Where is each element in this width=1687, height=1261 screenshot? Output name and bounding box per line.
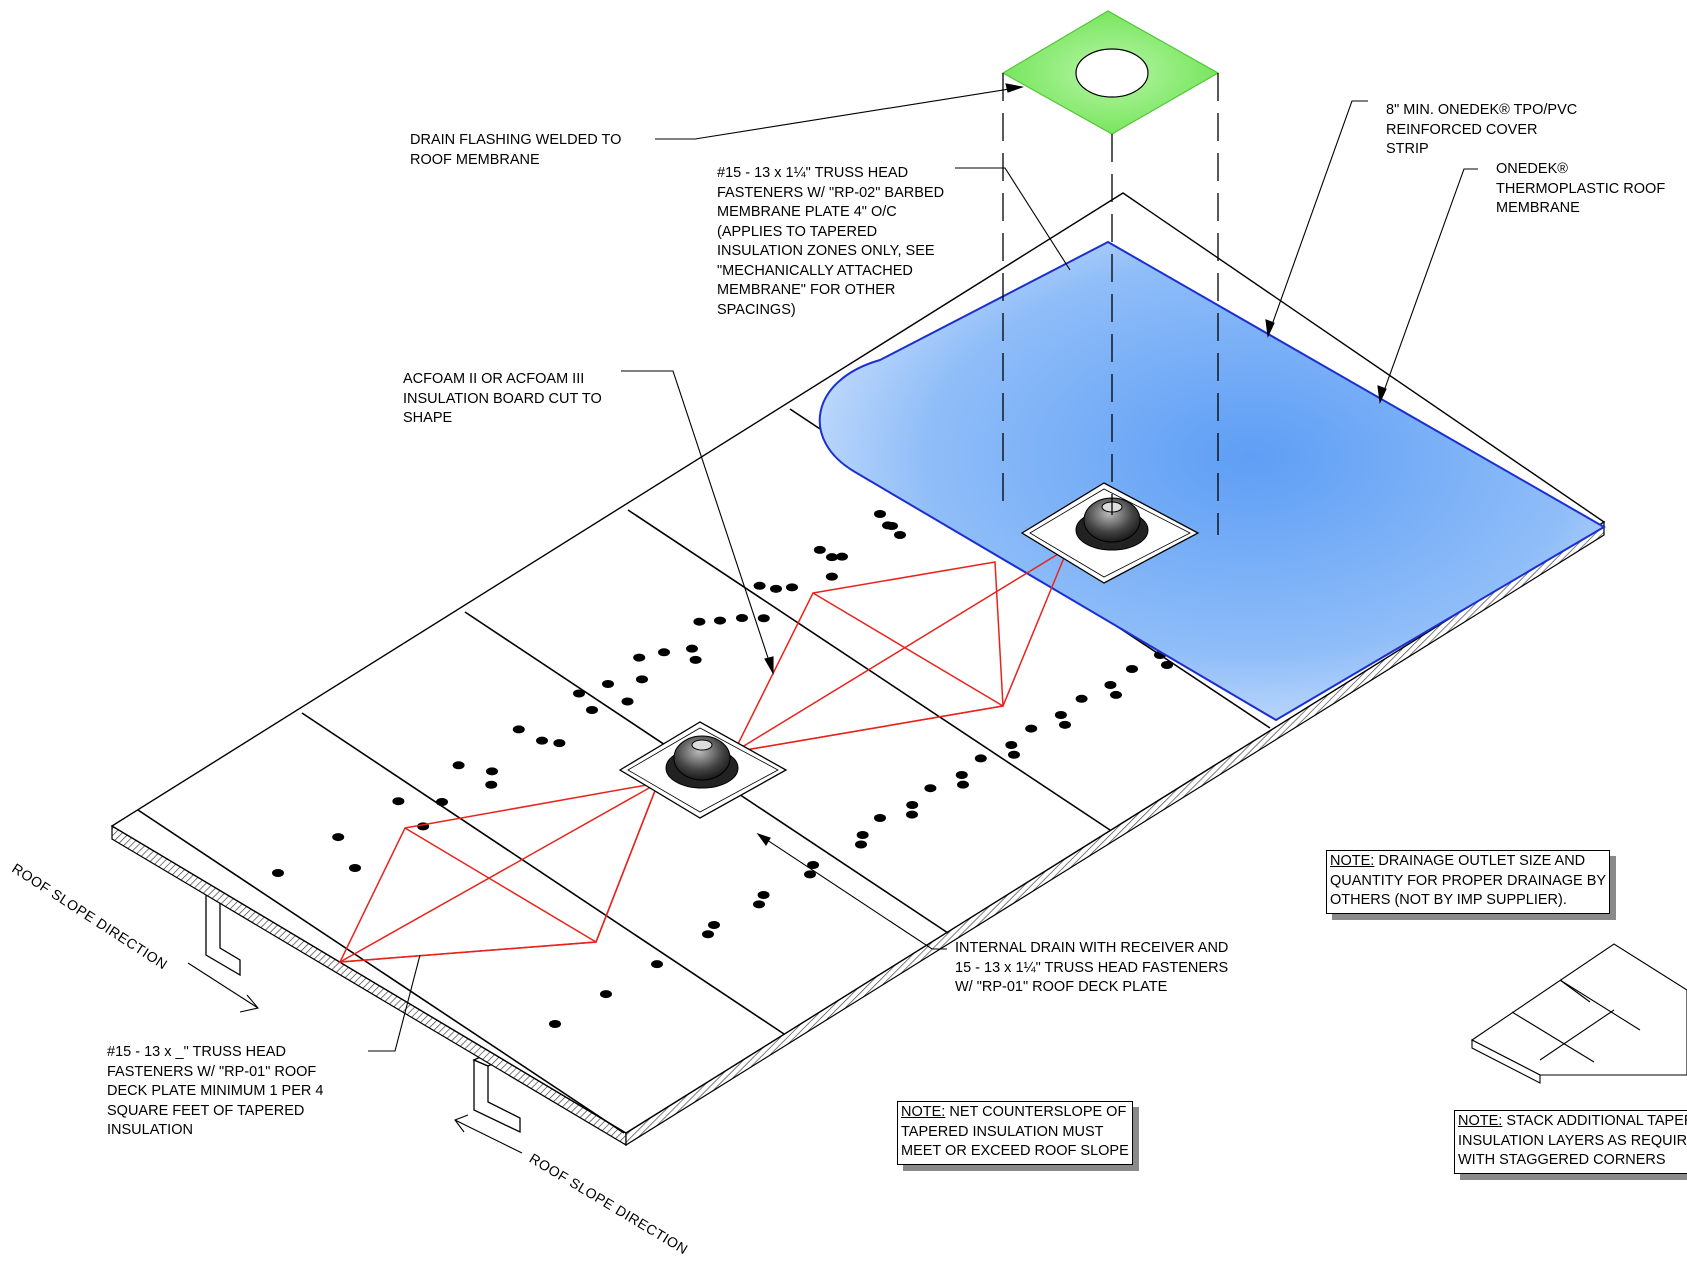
fastener-plate: [757, 614, 770, 623]
fastener-plate: [714, 616, 726, 625]
note-prefix: NOTE:: [1330, 853, 1375, 869]
fastener-plate: [1104, 681, 1117, 689]
fastener-plate: [957, 780, 969, 789]
fastener-plate: [757, 891, 770, 899]
fastener-plate: [1075, 694, 1088, 703]
fastener-plate: [536, 736, 548, 745]
fastener-plate: [1008, 750, 1020, 759]
fastener-plate: [332, 833, 345, 842]
fastener-plate: [633, 653, 646, 662]
note-prefix: NOTE:: [1458, 1113, 1503, 1129]
fastener-plate: [826, 553, 838, 562]
fastener-plate: [693, 617, 706, 626]
fastener-plate: [974, 754, 987, 763]
fastener-plate: [486, 767, 498, 776]
fastener-plate: [658, 648, 670, 657]
fastener-plate: [874, 510, 886, 518]
stack-layers-note: NOTE: STACK ADDITIONAL TAPERED INSULATIO…: [1454, 1110, 1687, 1174]
note-text: STACK ADDITIONAL TAPERED INSULATION LAYE…: [1458, 1113, 1687, 1168]
internal-drain-upper: [1020, 482, 1200, 584]
note-text: DRAINAGE OUTLET SIZE AND QUANTITY FOR PR…: [1330, 853, 1607, 908]
slope-arrows: [187, 962, 523, 1154]
fastener-plate: [813, 545, 826, 554]
stacked-insulation-inset: [1470, 943, 1687, 1084]
tapered-crickets: [338, 546, 1070, 963]
fastener-plate: [804, 870, 816, 879]
fastener-plate: [836, 552, 848, 561]
fastener-plate: [573, 689, 585, 698]
drain-flashing-label: DRAIN FLASHING WELDED TO ROOF MEMBRANE: [410, 132, 622, 168]
fastener-plate: [708, 921, 720, 929]
fastener-plate: [825, 572, 838, 581]
fastener-plate: [753, 900, 765, 909]
projection-lines: [1002, 73, 1219, 535]
fastener-plate: [436, 798, 448, 806]
fastener-plate: [686, 644, 698, 653]
cover-strip-label: 8" MIN. ONEDEK® TPO/PVC REINFORCED COVER…: [1386, 102, 1578, 157]
fastener-plate: [452, 761, 465, 770]
fastener-plate: [702, 930, 714, 939]
fastener-plate: [1025, 724, 1038, 733]
fastener-plate: [392, 797, 405, 806]
fastener-plate: [586, 706, 598, 714]
fastener-plate: [955, 771, 968, 779]
fastener-plate: [636, 675, 648, 684]
fastener-plate: [689, 655, 702, 664]
internal-drain-lower: [618, 721, 788, 819]
fastener-plate: [600, 990, 612, 999]
counterslope-note: NOTE: NET COUNTERSLOPE OF TAPERED INSULA…: [897, 1101, 1133, 1165]
fastener-plate: [786, 583, 798, 592]
fastener-plate: [651, 960, 663, 969]
fastener-plate: [549, 1020, 561, 1028]
fastener-plate: [882, 521, 894, 530]
drain-flashing: [1001, 10, 1220, 135]
fastener-plate: [1161, 661, 1173, 669]
fastener-plate: [856, 831, 869, 839]
fastener-plate: [272, 869, 284, 877]
fastener-plate: [553, 739, 566, 748]
rp02-fastener-label: #15 - 13 x 1¼" TRUSS HEAD FASTENERS W/ "…: [717, 165, 945, 318]
fastener-plate: [753, 581, 766, 590]
fastener-plate: [1126, 665, 1138, 673]
fastener-plate: [621, 697, 634, 706]
fastener-plate: [924, 784, 937, 793]
internal-drain-label: INTERNAL DRAIN WITH RECEIVER AND 15 - 13…: [955, 940, 1229, 995]
fastener-plate: [349, 864, 361, 872]
fastener-plate: [770, 584, 782, 593]
fastener-plate: [602, 680, 614, 688]
roof-membrane-label: ONEDEK® THERMOPLASTIC ROOF MEMBRANE: [1496, 161, 1666, 216]
fastener-plate: [1005, 741, 1018, 749]
fastener-plate: [807, 861, 820, 869]
fastener-plate: [874, 814, 886, 822]
fastener-plate: [906, 810, 918, 819]
acfoam-label: ACFOAM II OR ACFOAM III INSULATION BOARD…: [403, 371, 602, 426]
thermoplastic-roof-membrane: [818, 240, 1606, 722]
leader-lines: [368, 83, 1478, 1052]
fastener-plate: [1054, 711, 1067, 719]
note-prefix: NOTE:: [901, 1104, 946, 1120]
rp01-fastener-label: #15 - 13 x _" TRUSS HEAD FASTENERS W/ "R…: [107, 1044, 324, 1138]
fastener-plate: [894, 531, 906, 539]
fastener-plate: [1059, 720, 1071, 729]
drainage-note: NOTE: DRAINAGE OUTLET SIZE AND QUANTITY …: [1326, 850, 1611, 914]
fastener-plate: [736, 614, 748, 622]
fastener-plate: [1110, 690, 1122, 699]
fastener-plate: [855, 840, 867, 849]
fastener-plate: [906, 801, 919, 809]
fastener-plate: [485, 780, 498, 789]
fastener-plate: [512, 725, 525, 734]
note-text: NET COUNTERSLOPE OF TAPERED INSULATION M…: [901, 1104, 1129, 1159]
